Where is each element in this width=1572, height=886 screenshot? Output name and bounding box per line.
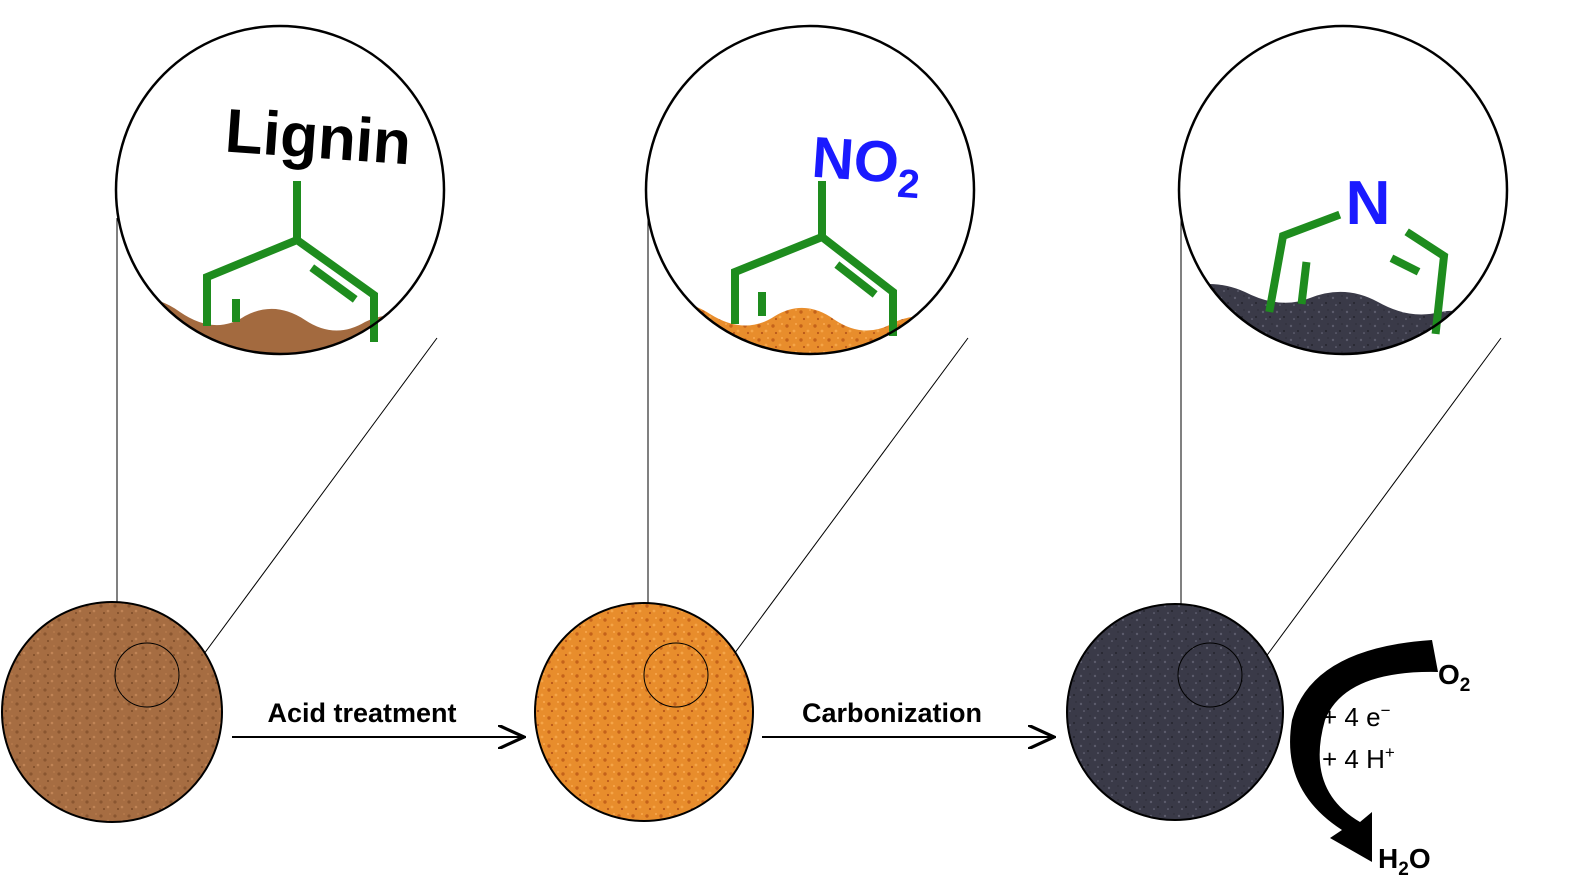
powder-lignin	[1, 601, 223, 823]
nitrated-surface	[646, 302, 974, 354]
zoom-bubble-nitrated: NO2	[644, 24, 976, 356]
lignin-label: Lignin	[223, 97, 413, 179]
pyridinic-n-label: N	[1346, 169, 1391, 238]
powder-carbon	[1066, 603, 1284, 821]
zoom-connector-lines	[116, 218, 1502, 701]
benzene-ring-lignin	[203, 181, 378, 342]
acid-treatment-label: Acid treatment	[267, 698, 456, 728]
orr-reaction: O2 + 4 e− + 4 H+ H2O	[1290, 640, 1470, 880]
powder-nitrated	[534, 602, 754, 822]
h2o-label: H2O	[1378, 843, 1431, 880]
electrons-label: + 4 e−	[1322, 701, 1391, 732]
zoom-bubble-lignin: Lignin	[114, 24, 446, 356]
pyridine-ring	[1265, 210, 1449, 335]
orr-curved-arrow	[1290, 640, 1438, 862]
carbonization-label: Carbonization	[802, 698, 982, 728]
lignin-surface	[116, 296, 444, 354]
zoom-bubble-carbon: N	[1177, 24, 1509, 356]
o2-label: O2	[1438, 659, 1470, 696]
no2-label: NO2	[809, 125, 923, 207]
step-carbonization: Carbonization	[762, 698, 1052, 737]
carbon-surface	[1179, 284, 1507, 354]
benzene-ring-nitrated	[731, 181, 897, 336]
step-acid-treatment: Acid treatment	[232, 698, 522, 737]
protons-label: + 4 H+	[1322, 743, 1395, 774]
